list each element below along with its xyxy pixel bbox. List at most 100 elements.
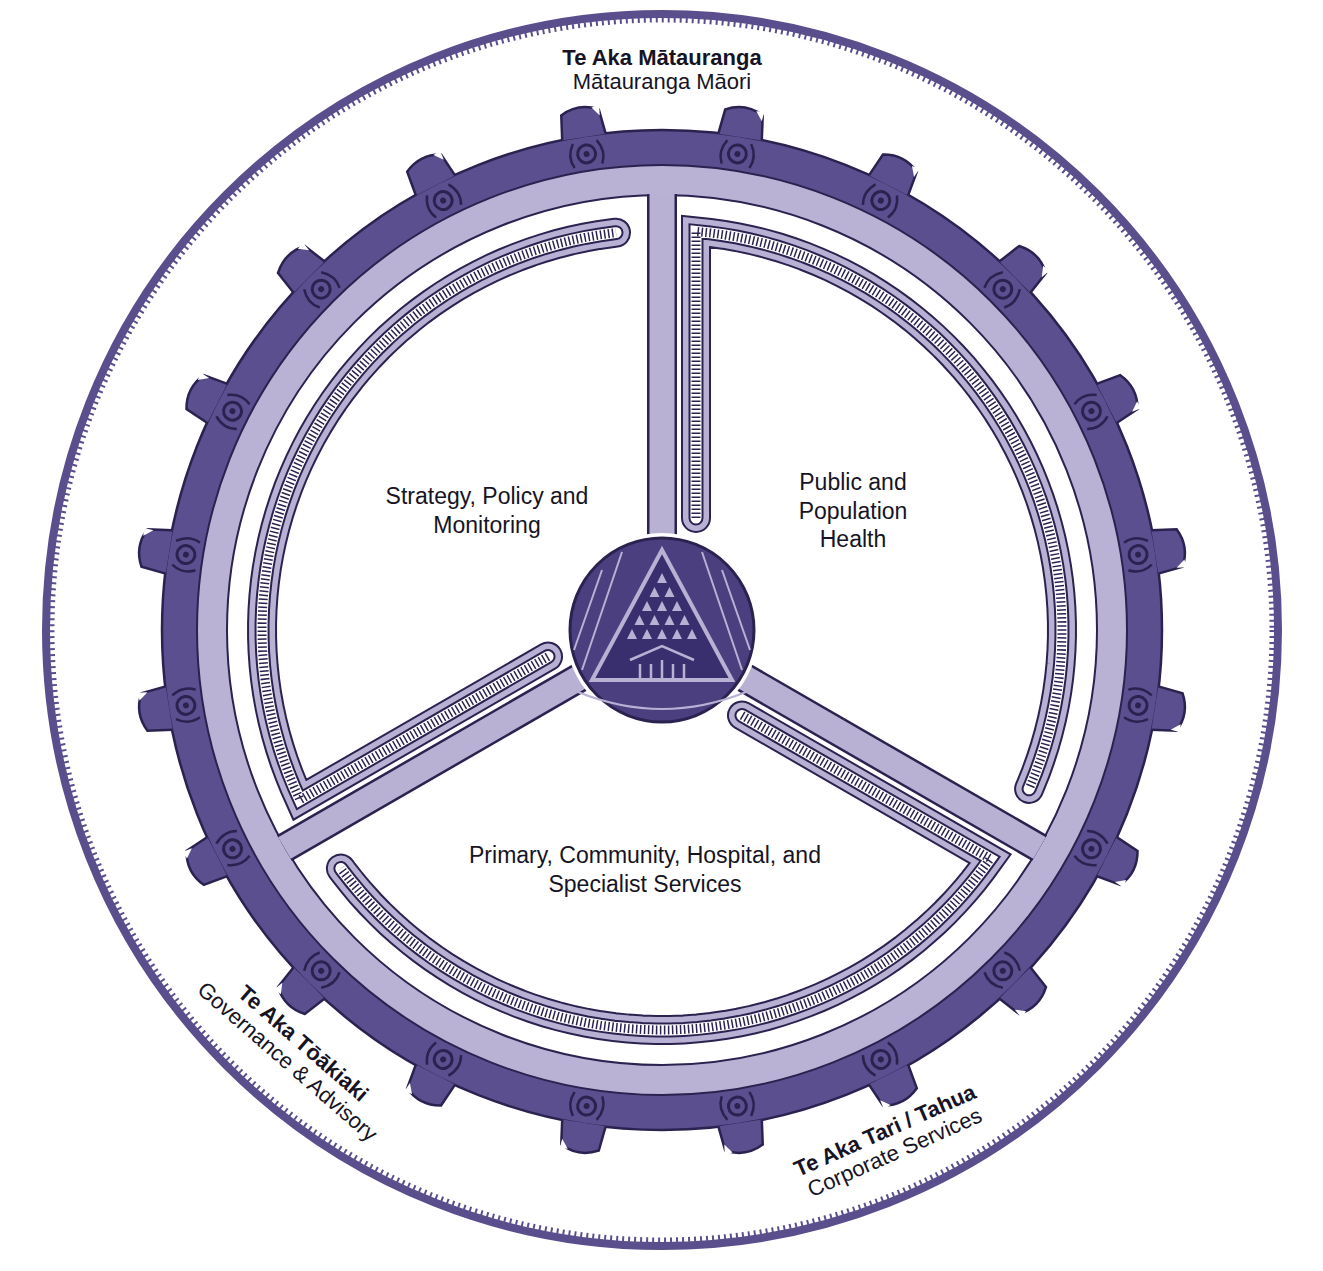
hub-small-triangle	[635, 615, 645, 625]
hub-small-triangle	[642, 601, 652, 611]
koru-dot	[183, 702, 190, 709]
tab-notch	[591, 105, 600, 116]
light-ring-edge	[227, 195, 1097, 1065]
koru-dot	[734, 1103, 741, 1110]
tab-shape	[136, 526, 173, 574]
tab-notch	[879, 1097, 891, 1110]
ring-tab	[856, 149, 922, 222]
sector-box: Strategy, Policy and Monitoring	[371, 482, 603, 540]
hub	[570, 538, 754, 722]
hub-small-triangle	[650, 615, 660, 625]
hub-small-triangle	[650, 587, 660, 597]
spoke	[740, 675, 1040, 848]
tab-notch	[297, 243, 310, 256]
hub-gap	[565, 533, 759, 727]
koru-dot	[439, 196, 447, 204]
spoke	[284, 675, 584, 848]
sector-rope	[262, 233, 616, 800]
sector-text: Primary, Community, Hospital, and Specia…	[425, 841, 865, 899]
tab-shape	[136, 686, 173, 734]
koru-dot	[877, 196, 885, 204]
hub-small-triangle	[627, 629, 637, 639]
sector-rope	[262, 233, 616, 800]
tab-shape	[999, 240, 1051, 292]
koru-dot	[999, 967, 1007, 975]
sector-rope	[341, 715, 990, 1030]
sector-box: Primary, Community, Hospital, and Specia…	[425, 841, 865, 899]
carved-ring-edge	[162, 130, 1162, 1130]
ring-tab	[1071, 824, 1144, 890]
sector-text: Strategy, Policy and Monitoring	[371, 482, 603, 540]
koru-dot	[317, 285, 325, 293]
ring-subtitle: Mātauranga Māori	[562, 70, 761, 94]
outer-circle	[46, 14, 1278, 1246]
koru-curl	[1124, 536, 1153, 572]
hub-small-triangle	[657, 629, 667, 639]
tab-notch	[433, 150, 445, 163]
koru	[1079, 837, 1103, 861]
ring-tab	[856, 1039, 922, 1112]
koru-dot	[228, 407, 236, 415]
koru	[308, 958, 333, 983]
tab-notch	[723, 1143, 732, 1154]
light-ring	[212, 180, 1112, 1080]
koru	[869, 1047, 893, 1071]
koru	[176, 695, 197, 716]
outer-teeth	[52, 20, 1272, 1240]
koru	[990, 958, 1015, 983]
ring-tab	[181, 370, 254, 436]
hub-emblem	[565, 533, 759, 727]
ring-tab	[136, 682, 201, 735]
hub-small-triangle	[680, 615, 690, 625]
sector-rope	[262, 233, 616, 800]
carved-ring	[180, 148, 1144, 1112]
light-ring-edge	[197, 165, 1127, 1095]
tab-shape	[1151, 526, 1188, 574]
koru-curl	[171, 536, 200, 572]
sector-rope	[262, 233, 616, 800]
hub-small-triangle	[665, 615, 675, 625]
koru	[576, 144, 597, 165]
koru-dot	[1087, 407, 1095, 415]
tab-shape	[1151, 686, 1188, 734]
tab-shape	[558, 1119, 606, 1156]
tab-notch	[197, 372, 210, 384]
koru	[308, 276, 333, 301]
tab-shape	[869, 149, 922, 196]
koru-dot	[317, 967, 325, 975]
tab-shape	[402, 149, 455, 196]
ring-heading: Te Aka Mātauranga	[562, 46, 761, 70]
koru	[990, 276, 1015, 301]
tab-notch	[1037, 265, 1050, 278]
tab-shape	[1097, 837, 1144, 890]
hub-small-triangle	[672, 601, 682, 611]
spoke-edge	[740, 675, 1040, 848]
tab-shape	[999, 967, 1051, 1019]
koru	[1079, 399, 1103, 423]
tab-notch	[908, 165, 920, 178]
koru-curl	[1124, 687, 1153, 723]
hub-small-triangle	[642, 629, 652, 639]
carved-ring-edge	[198, 166, 1126, 1094]
koru-curl	[719, 1092, 755, 1121]
koru-dot	[439, 1055, 447, 1063]
hub-small-triangle	[665, 587, 675, 597]
ring-tab	[136, 526, 201, 579]
tab-notch	[275, 982, 288, 995]
koru	[220, 837, 244, 861]
tab-notch	[560, 1138, 569, 1149]
koru-curl	[719, 139, 755, 168]
ring-tab	[714, 104, 767, 169]
sector-rope	[341, 715, 990, 1030]
tab-shape	[718, 1119, 766, 1156]
ring-tab	[181, 824, 254, 890]
ring-tab	[558, 1091, 611, 1156]
tab-notch	[1175, 559, 1186, 568]
spoke	[650, 194, 675, 540]
tab-shape	[272, 240, 324, 292]
koru	[576, 1096, 597, 1117]
tab-shape	[558, 104, 606, 141]
hub-small-triangle	[672, 629, 682, 639]
tab-notch	[142, 528, 153, 537]
